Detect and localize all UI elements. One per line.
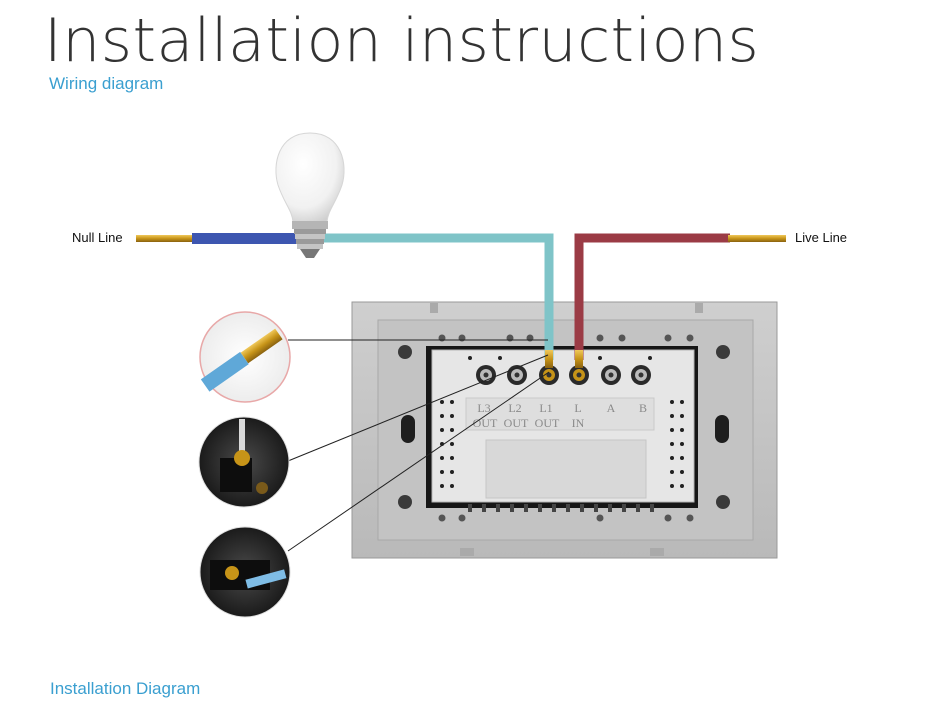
- stripped-wire-detail: [199, 311, 291, 403]
- load-wire: [322, 233, 554, 360]
- terminal-screw-b: [631, 365, 651, 385]
- terminal-sub-l1: OUT: [535, 416, 560, 430]
- terminal-sub-l3: OUT: [473, 416, 498, 430]
- terminal-screw-l3: [476, 365, 496, 385]
- neutral-wire: [192, 233, 296, 244]
- light-bulb-icon: [275, 132, 345, 258]
- callout-lines: [287, 339, 550, 552]
- live-line-label: Live Line: [795, 230, 848, 245]
- terminal-label-l2: L2: [508, 401, 521, 415]
- switch-module: [426, 346, 698, 512]
- null-wire-tip: [136, 235, 194, 242]
- section-subtitle: Wiring diagram: [49, 74, 164, 93]
- screw-tightening-detail: [198, 416, 290, 508]
- terminal-screw-l: [569, 365, 589, 385]
- live-wire-tip: [728, 235, 786, 242]
- terminal-label-a: A: [607, 401, 616, 415]
- wires: [136, 233, 786, 368]
- terminal-label-l3: L3: [477, 401, 490, 415]
- footer-section-label: Installation Diagram: [50, 679, 201, 698]
- terminal-screw-a: [601, 365, 621, 385]
- terminal-sub-l2: OUT: [504, 416, 529, 430]
- live-wire: [574, 233, 730, 360]
- terminal-sub-l: IN: [572, 416, 585, 430]
- terminal-label-l1: L1: [539, 401, 552, 415]
- wire-insertion-detail: [199, 526, 291, 618]
- page-title: Installation instructions: [44, 6, 760, 76]
- terminal-label-b: B: [639, 401, 647, 415]
- terminal-label-l: L: [574, 401, 581, 415]
- null-line-label: Null Line: [72, 230, 123, 245]
- terminal-screws: [476, 365, 651, 385]
- terminal-screw-l1: [539, 365, 559, 385]
